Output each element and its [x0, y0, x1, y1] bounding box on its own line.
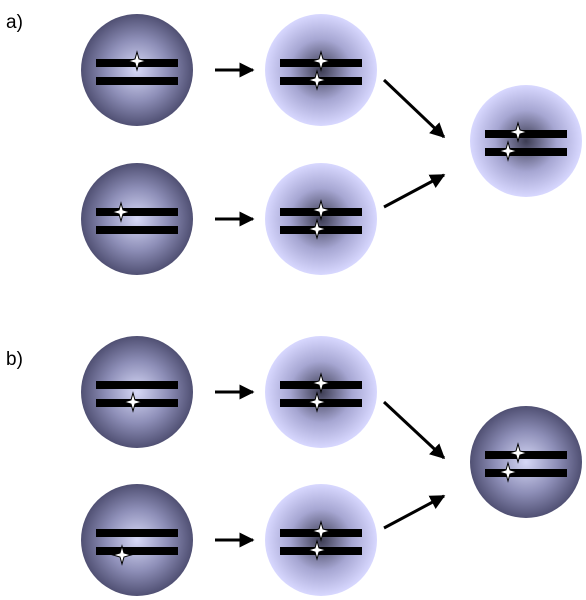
arrow-diagonal-icon	[383, 494, 446, 530]
energy-level-lower	[96, 77, 178, 85]
sphere-3	[81, 163, 193, 275]
sphere-4	[265, 163, 377, 275]
electron-spark-icon	[310, 520, 332, 542]
panel-label-a: a)	[6, 12, 23, 33]
panel-a	[81, 14, 582, 275]
arrow-diagonal-icon	[382, 400, 446, 460]
energy-level-upper	[96, 208, 178, 216]
sphere-2	[265, 14, 377, 126]
electron-spark-icon	[306, 69, 328, 91]
sphere-dark	[81, 336, 193, 448]
energy-level-upper	[485, 130, 567, 138]
electron-spark-icon	[306, 539, 328, 561]
electron-spark-icon	[111, 544, 133, 566]
electron-spark-icon	[310, 199, 332, 221]
electron-spark-icon	[310, 50, 332, 72]
sphere-3	[81, 484, 193, 596]
sphere-5	[470, 406, 582, 518]
energy-level-lower	[485, 148, 567, 156]
sphere-2	[265, 336, 377, 448]
sphere-4	[265, 484, 377, 596]
electron-spark-icon	[122, 391, 144, 413]
electron-spark-icon	[507, 121, 529, 143]
energy-level-upper	[96, 381, 178, 389]
panel-b	[81, 336, 582, 596]
electron-spark-icon	[310, 372, 332, 394]
electron-spark-icon	[126, 50, 148, 72]
panel-label-b: b)	[6, 349, 23, 370]
electron-spark-icon	[507, 442, 529, 464]
sphere-1	[81, 336, 193, 448]
sphere-dark	[470, 406, 582, 518]
arrow-diagonal-icon	[383, 173, 446, 209]
sphere-1	[81, 14, 193, 126]
energy-level-upper	[485, 451, 567, 459]
sphere-dark	[81, 484, 193, 596]
electron-spark-icon	[110, 201, 132, 223]
energy-level-lower	[96, 226, 178, 234]
energy-level-lower	[96, 547, 178, 555]
energy-level-lower	[485, 469, 567, 477]
arrow-diagonal-icon	[382, 78, 446, 139]
electron-spark-icon	[306, 218, 328, 240]
electron-spark-icon	[497, 140, 519, 162]
sphere-light	[470, 85, 582, 197]
electron-spark-icon	[497, 461, 519, 483]
sphere-5	[470, 85, 582, 197]
sphere-dark	[81, 163, 193, 275]
electron-spark-icon	[306, 391, 328, 413]
energy-level-upper	[96, 529, 178, 537]
